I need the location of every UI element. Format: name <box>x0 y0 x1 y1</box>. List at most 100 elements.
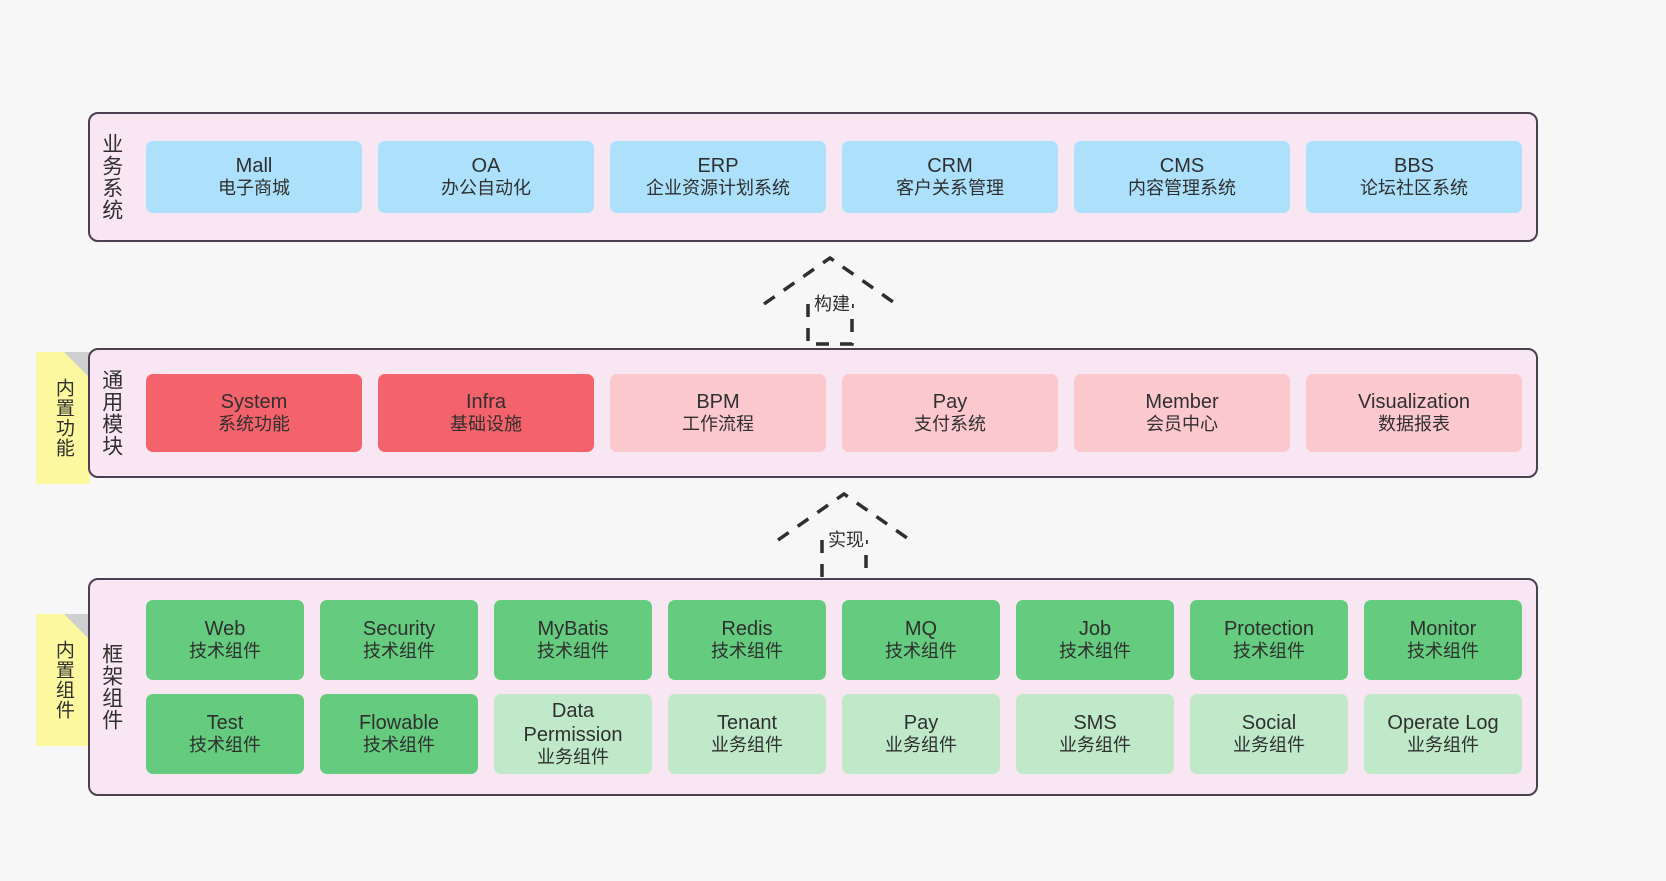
card-title-en: Monitor <box>1409 618 1477 641</box>
generalization-arrow-build: 构建 <box>752 252 932 348</box>
card-title-en: MQ <box>904 618 938 641</box>
card-title-en: BBS <box>1393 155 1435 178</box>
sticky-note-builtin-components: 内置组件 <box>36 614 90 746</box>
layer-body-modules: System 系统功能 Infra 基础设施 BPM 工作流程 Pay 支付系统… <box>132 350 1536 476</box>
card-title-cn: 技术组件 <box>1407 641 1479 662</box>
card-row: System 系统功能 Infra 基础设施 BPM 工作流程 Pay 支付系统… <box>146 374 1522 452</box>
card-title-en: OA <box>471 155 501 178</box>
card-social[interactable]: Social 业务组件 <box>1190 694 1348 774</box>
card-title-en: Pay <box>903 712 939 735</box>
card-cms[interactable]: CMS 内容管理系统 <box>1074 141 1290 213</box>
card-title-cn: 技术组件 <box>189 641 261 662</box>
card-protection[interactable]: Protection 技术组件 <box>1190 600 1348 680</box>
arrow-label-implement: 实现 <box>826 526 866 552</box>
card-title-en: Test <box>206 712 244 735</box>
card-title-cn: 电子商城 <box>218 178 290 199</box>
card-title-en: MyBatis <box>537 618 609 641</box>
arrow-implement-icon <box>776 491 912 582</box>
card-mall[interactable]: Mall 电子商城 <box>146 141 362 213</box>
card-title-cn: 技术组件 <box>1059 641 1131 662</box>
card-row: Web 技术组件 Security 技术组件 MyBatis 技术组件 Redi… <box>146 600 1522 680</box>
card-test[interactable]: Test 技术组件 <box>146 694 304 774</box>
card-title-cn: 客户关系管理 <box>896 178 1004 199</box>
card-pay-component[interactable]: Pay 业务组件 <box>842 694 1000 774</box>
arrow-build-icon <box>762 255 898 346</box>
layer-title-framework: 框架组件 <box>99 643 123 731</box>
card-title-cn: 业务组件 <box>1059 735 1131 756</box>
card-title-en: Security <box>362 618 436 641</box>
card-visualization[interactable]: Visualization 数据报表 <box>1306 374 1522 452</box>
card-title-cn: 会员中心 <box>1146 414 1218 435</box>
card-web[interactable]: Web 技术组件 <box>146 600 304 680</box>
card-title-en: Job <box>1078 618 1112 641</box>
card-title-cn: 技术组件 <box>537 641 609 662</box>
card-title-en: Redis <box>721 618 773 641</box>
card-title-en: Member <box>1145 391 1219 414</box>
card-title-en: Protection <box>1223 618 1315 641</box>
card-job[interactable]: Job 技术组件 <box>1016 600 1174 680</box>
card-oa[interactable]: OA 办公自动化 <box>378 141 594 213</box>
layer-framework-components: 框架组件 Web 技术组件 Security 技术组件 MyBatis 技术组件… <box>88 578 1538 796</box>
card-title-cn: 技术组件 <box>363 641 435 662</box>
card-sms[interactable]: SMS 业务组件 <box>1016 694 1174 774</box>
card-title-en: Pay <box>932 391 968 414</box>
card-title-en: Web <box>204 618 246 641</box>
card-title-cn: 内容管理系统 <box>1128 178 1236 199</box>
card-operate-log[interactable]: Operate Log 业务组件 <box>1364 694 1522 774</box>
card-pay[interactable]: Pay 支付系统 <box>842 374 1058 452</box>
layer-title-modules: 通用模块 <box>99 369 123 457</box>
card-title-cn: 企业资源计划系统 <box>646 178 790 199</box>
card-title-cn: 技术组件 <box>711 641 783 662</box>
card-title-cn: 工作流程 <box>682 414 754 435</box>
card-title-en: BPM <box>696 391 740 414</box>
card-title-cn: 系统功能 <box>218 414 290 435</box>
card-title-en: SMS <box>1073 712 1117 735</box>
card-title-en: ERP <box>697 155 739 178</box>
layer-common-modules: 通用模块 System 系统功能 Infra 基础设施 BPM 工作流程 Pay… <box>88 348 1538 478</box>
card-row: Mall 电子商城 OA 办公自动化 ERP 企业资源计划系统 CRM 客户关系… <box>146 141 1522 213</box>
card-title-cn: 技术组件 <box>363 735 435 756</box>
card-title-en: Mall <box>235 155 273 178</box>
card-title-cn: 技术组件 <box>189 735 261 756</box>
card-mybatis[interactable]: MyBatis 技术组件 <box>494 600 652 680</box>
card-title-cn: 业务组件 <box>537 747 609 768</box>
layer-body-framework: Web 技术组件 Security 技术组件 MyBatis 技术组件 Redi… <box>132 580 1536 794</box>
card-title-en: Data Permission <box>523 700 623 747</box>
card-title-en: CMS <box>1159 155 1205 178</box>
card-title-cn: 业务组件 <box>885 735 957 756</box>
card-title-cn: 技术组件 <box>885 641 957 662</box>
card-system[interactable]: System 系统功能 <box>146 374 362 452</box>
layer-business-systems: 业务系统 Mall 电子商城 OA 办公自动化 ERP 企业资源计划系统 CRM… <box>88 112 1538 242</box>
layer-title-business: 业务系统 <box>99 133 123 221</box>
card-monitor[interactable]: Monitor 技术组件 <box>1364 600 1522 680</box>
card-title-cn: 技术组件 <box>1233 641 1305 662</box>
card-bpm[interactable]: BPM 工作流程 <box>610 374 826 452</box>
arrow-label-build: 构建 <box>812 290 852 316</box>
card-title-cn: 数据报表 <box>1378 414 1450 435</box>
card-title-en: Visualization <box>1358 391 1470 414</box>
card-tenant[interactable]: Tenant 业务组件 <box>668 694 826 774</box>
card-title-en: Flowable <box>358 712 440 735</box>
card-title-cn: 支付系统 <box>914 414 986 435</box>
card-title-cn: 基础设施 <box>450 414 522 435</box>
card-erp[interactable]: ERP 企业资源计划系统 <box>610 141 826 213</box>
card-title-en: Tenant <box>716 712 778 735</box>
card-security[interactable]: Security 技术组件 <box>320 600 478 680</box>
card-bbs[interactable]: BBS 论坛社区系统 <box>1306 141 1522 213</box>
card-infra[interactable]: Infra 基础设施 <box>378 374 594 452</box>
card-title-en: CRM <box>927 155 973 178</box>
card-flowable[interactable]: Flowable 技术组件 <box>320 694 478 774</box>
card-crm[interactable]: CRM 客户关系管理 <box>842 141 1058 213</box>
card-data-permission[interactable]: Data Permission 业务组件 <box>494 694 652 774</box>
card-title-cn: 办公自动化 <box>441 178 531 199</box>
generalization-arrow-implement: 实现 <box>766 488 946 584</box>
sticky-note-builtin-functions: 内置功能 <box>36 352 90 484</box>
card-title-cn: 业务组件 <box>1407 735 1479 756</box>
card-title-cn: 论坛社区系统 <box>1360 178 1468 199</box>
card-member[interactable]: Member 会员中心 <box>1074 374 1290 452</box>
card-title-en: Infra <box>465 391 507 414</box>
card-mq[interactable]: MQ 技术组件 <box>842 600 1000 680</box>
card-redis[interactable]: Redis 技术组件 <box>668 600 826 680</box>
card-title-en: Social <box>1241 712 1297 735</box>
